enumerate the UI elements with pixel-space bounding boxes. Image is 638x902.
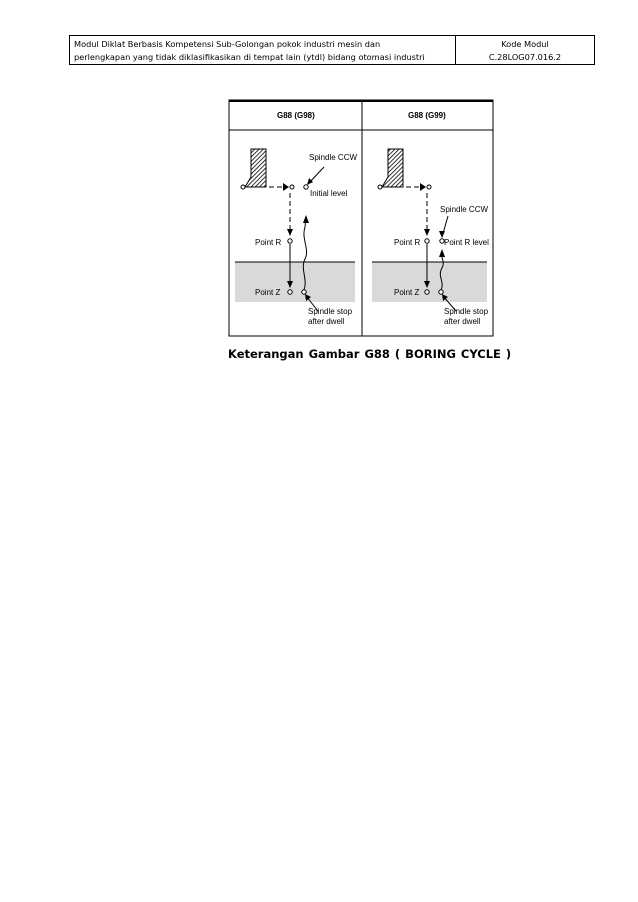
- module-code-label: Kode Modul: [501, 39, 549, 49]
- right-point-z-label: Point Z: [394, 288, 419, 297]
- right-panel: Spindle CCW Point R Point R level Point …: [372, 148, 489, 326]
- figure-caption: Keterangan Gambar G88 ( BORING CYCLE ): [228, 347, 528, 361]
- left-after-dwell-label: after dwell: [308, 317, 345, 326]
- left-spindle-stop-label: Spindle stop: [308, 307, 353, 316]
- workpiece-region: [235, 262, 355, 302]
- module-code: Kode Modul C.28LOG07.016.2: [456, 36, 594, 64]
- left-point-z-label: Point Z: [255, 288, 280, 297]
- right-spindle-stop-label: Spindle stop: [444, 307, 489, 316]
- boring-cycle-figure: G88 (G98) G88 (G99) Spindle CCW Initial …: [228, 99, 494, 337]
- left-initial-level-label: Initial level: [310, 189, 348, 198]
- left-point-r-label: Point R: [255, 238, 281, 247]
- right-point-r-label: Point R: [394, 238, 420, 247]
- module-title: Modul Diklat Berbasis Kompetensi Sub-Gol…: [70, 36, 456, 64]
- left-panel: Spindle CCW Initial level Point R Point …: [235, 148, 357, 326]
- module-title-line2: perlengkapan yang tidak diklasifikasikan…: [74, 51, 425, 62]
- right-point-r-level-label: Point R level: [444, 238, 489, 247]
- module-header: Modul Diklat Berbasis Kompetensi Sub-Gol…: [69, 35, 595, 65]
- left-panel-title: G88 (G98): [277, 111, 315, 120]
- left-spindle-ccw-label: Spindle CCW: [309, 153, 357, 162]
- module-code-value: C.28LOG07.016.2: [488, 51, 562, 62]
- right-spindle-ccw-label: Spindle CCW: [440, 205, 488, 214]
- right-panel-title: G88 (G99): [408, 111, 446, 120]
- module-title-line1: Modul Diklat Berbasis Kompetensi Sub-Gol…: [74, 39, 381, 49]
- caption-prefix: Keterangan Gambar: [228, 347, 360, 361]
- right-after-dwell-label: after dwell: [444, 317, 481, 326]
- caption-text: G88 ( BORING CYCLE ): [364, 347, 512, 361]
